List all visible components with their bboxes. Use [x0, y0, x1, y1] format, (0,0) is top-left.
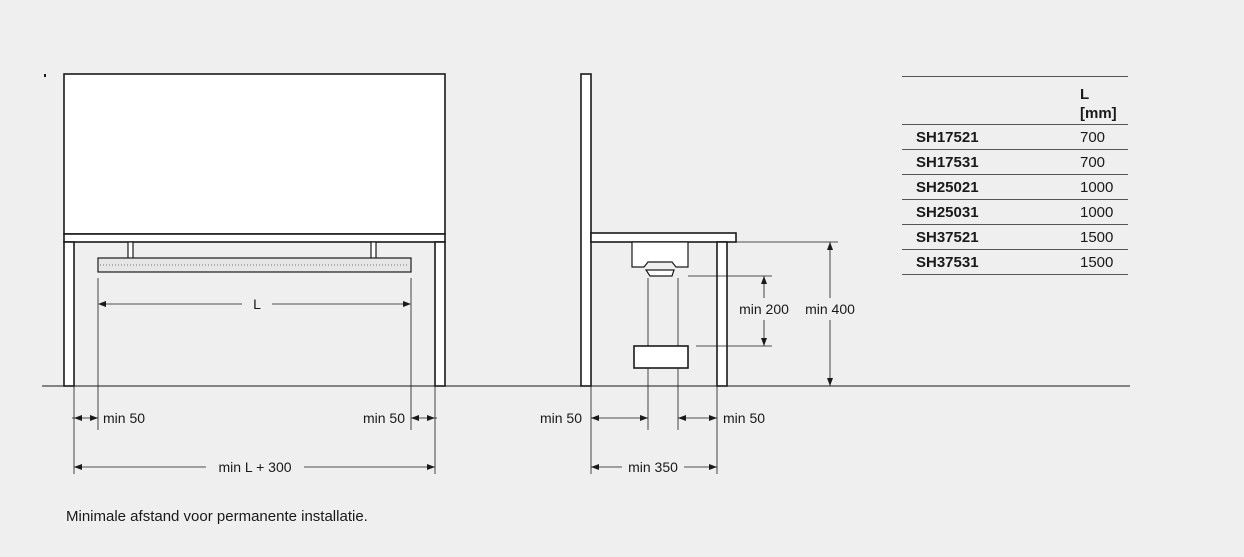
side-object-box [633, 345, 689, 369]
arrow-min400-bottom [827, 378, 833, 386]
arrow-min350-left [591, 464, 599, 470]
label-min400: min 400 [805, 301, 855, 317]
arrow-side-left-a [591, 415, 599, 421]
corner-marker [44, 74, 46, 77]
front-bench-seat [63, 233, 446, 243]
label-min50-left: min 50 [103, 410, 145, 426]
table-header-model [902, 77, 1080, 125]
label-min350: min 350 [628, 459, 678, 475]
table-cell-value: 700 [1080, 128, 1106, 146]
table-cell-model: SH37521 [916, 228, 979, 246]
side-seat [590, 232, 737, 243]
arrow-total-left [74, 464, 82, 470]
arrow-min400-top [827, 242, 833, 250]
arrow-side-left-b [640, 415, 648, 421]
table-row: SH25021 1000 [902, 174, 1128, 200]
arrow-min50-left-a [74, 415, 82, 421]
label-min50-right: min 50 [363, 410, 405, 426]
arrow-min350-right [709, 464, 717, 470]
label-side-min50-left: min 50 [540, 410, 582, 426]
table-cell-model: SH25031 [916, 203, 979, 221]
arrow-min50-left-b [90, 415, 98, 421]
label-L: L [253, 296, 261, 312]
front-back-panel [63, 73, 446, 235]
table-header-unit: [mm] [1080, 105, 1117, 122]
table-row: SH37521 1500 [902, 224, 1128, 250]
table-cell-value: 1500 [1080, 228, 1114, 246]
table-cell-model: SH37531 [916, 253, 979, 271]
table-cell-value: 1000 [1080, 203, 1114, 221]
table-header-row: L [mm] [902, 76, 1128, 125]
label-side-min50-right: min 50 [723, 410, 765, 426]
table-row: SH17521 700 [902, 124, 1128, 150]
heater-cross-section-detail [644, 269, 675, 277]
table-row: SH25031 1000 [902, 199, 1128, 225]
side-front-leg [716, 241, 728, 387]
arrow-side-right-a [678, 415, 686, 421]
front-right-leg [434, 241, 446, 387]
arrow-side-right-b [709, 415, 717, 421]
arrow-min200-bottom [761, 338, 767, 346]
arrow-L-left [98, 301, 106, 307]
arrow-min200-top [761, 276, 767, 284]
table-cell-model: SH17521 [916, 128, 979, 146]
arrow-min50-right-a [411, 415, 419, 421]
arrow-L-right [403, 301, 411, 307]
table-row: SH17531 700 [902, 149, 1128, 175]
side-back-panel [580, 73, 592, 387]
figure-caption: Minimale afstand voor permanente install… [66, 508, 368, 525]
heater-cross-section [631, 241, 689, 268]
label-total: min L + 300 [218, 459, 291, 475]
table-header-l: L [1080, 86, 1090, 103]
table-cell-model: SH17531 [916, 153, 979, 171]
table-cell-model: SH25021 [916, 178, 979, 196]
model-length-table: L [mm] SH17521 700 SH17531 700 SH25021 1… [902, 76, 1128, 275]
table-cell-value: 1000 [1080, 178, 1114, 196]
table-cell-value: 700 [1080, 153, 1106, 171]
table-header-length: L [mm] [1080, 77, 1128, 125]
arrow-total-right [427, 464, 435, 470]
front-left-leg [63, 241, 75, 387]
table-row: SH37531 1500 [902, 249, 1128, 275]
table-cell-value: 1500 [1080, 253, 1114, 271]
label-min200: min 200 [739, 301, 789, 317]
heater-body [97, 257, 412, 273]
arrow-min50-right-b [427, 415, 435, 421]
